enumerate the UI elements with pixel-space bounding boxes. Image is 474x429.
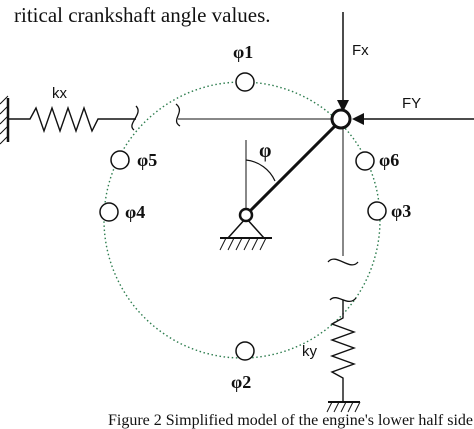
- label-fx: Fx: [352, 42, 369, 59]
- angle-arc: [245, 159, 276, 182]
- position-phi3-marker: [367, 201, 387, 221]
- label-phi5: φ5: [137, 150, 157, 170]
- label-phi6: φ6: [379, 150, 399, 170]
- crank-arm: [244, 118, 343, 217]
- force-fx-arrow: [337, 12, 349, 112]
- break-mark-vertical-bottom: [329, 297, 357, 303]
- pivot-joint: [238, 207, 254, 223]
- wall-support-left: [0, 95, 10, 145]
- position-phi2-marker: [235, 341, 255, 361]
- label-kx: kx: [52, 85, 68, 102]
- label-phi: φ: [259, 140, 271, 162]
- label-phi3: φ3: [391, 201, 411, 221]
- label-ky: ky: [302, 343, 318, 360]
- label-phi4: φ4: [125, 202, 145, 222]
- break-mark-right: [175, 103, 181, 127]
- figure-caption: Figure 2 Simplified model of the engine'…: [108, 412, 473, 429]
- page-top-text: ritical crankshaft angle values.: [14, 3, 271, 27]
- crank-pin: [330, 108, 352, 130]
- break-mark-left: [131, 105, 139, 131]
- pivot-support: [219, 216, 272, 251]
- ground-bottom-hatch: [326, 401, 361, 413]
- position-phi5-marker: [110, 150, 130, 170]
- position-phi6-marker: [355, 151, 375, 171]
- spring-kx: [8, 105, 136, 134]
- position-phi1-marker: [235, 72, 255, 92]
- spring-ky: [329, 300, 357, 402]
- position-phi4-marker: [99, 202, 119, 222]
- label-phi1: φ1: [233, 42, 253, 62]
- label-fy: FY: [402, 95, 421, 112]
- break-mark-vertical-top: [327, 258, 359, 266]
- label-phi2: φ2: [231, 372, 251, 392]
- force-fy-arrow: [352, 113, 474, 125]
